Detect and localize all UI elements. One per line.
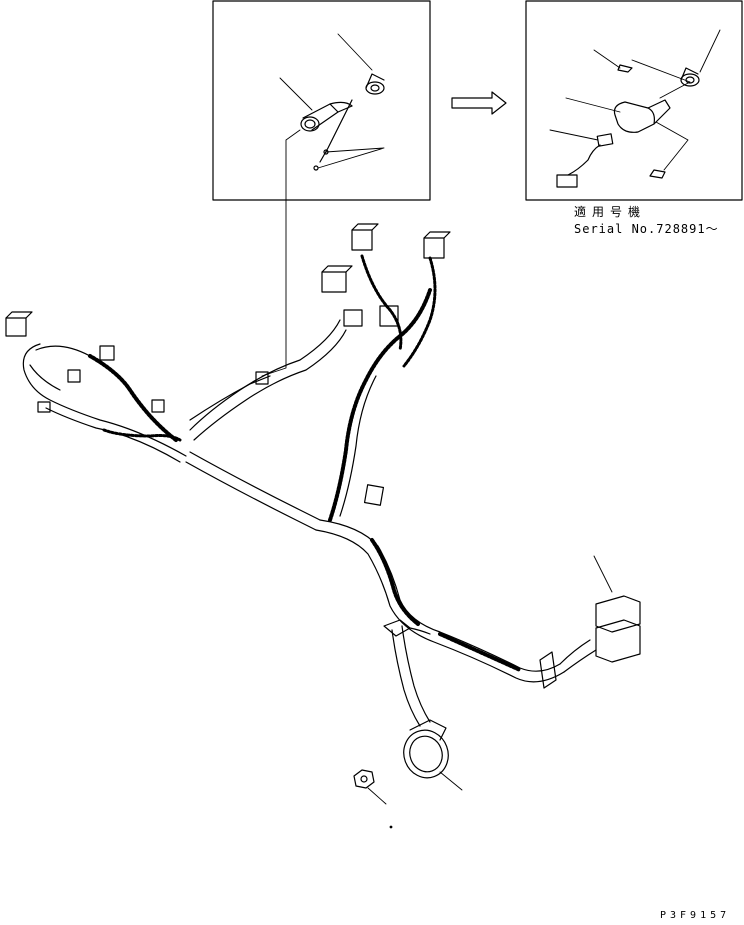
drawing-code: P3F9157 xyxy=(660,910,731,921)
main-wiring-harness xyxy=(22,254,565,727)
detail-inset-box-right xyxy=(525,0,743,201)
right-connector-block xyxy=(539,555,641,689)
harness-clip xyxy=(383,619,431,637)
serial-label-jp: 適用号機 xyxy=(574,205,647,219)
arrow-icon xyxy=(451,91,507,115)
sensor-connector-detail-left xyxy=(279,33,385,171)
nut xyxy=(353,769,387,805)
horn xyxy=(403,719,463,791)
harness-connectors xyxy=(5,223,451,506)
sensor-connector-detail-right xyxy=(549,29,721,188)
serial-label-en: Serial No.728891～ xyxy=(574,222,719,236)
inset-leader-line xyxy=(261,129,301,377)
detail-inset-box-left xyxy=(212,0,431,201)
